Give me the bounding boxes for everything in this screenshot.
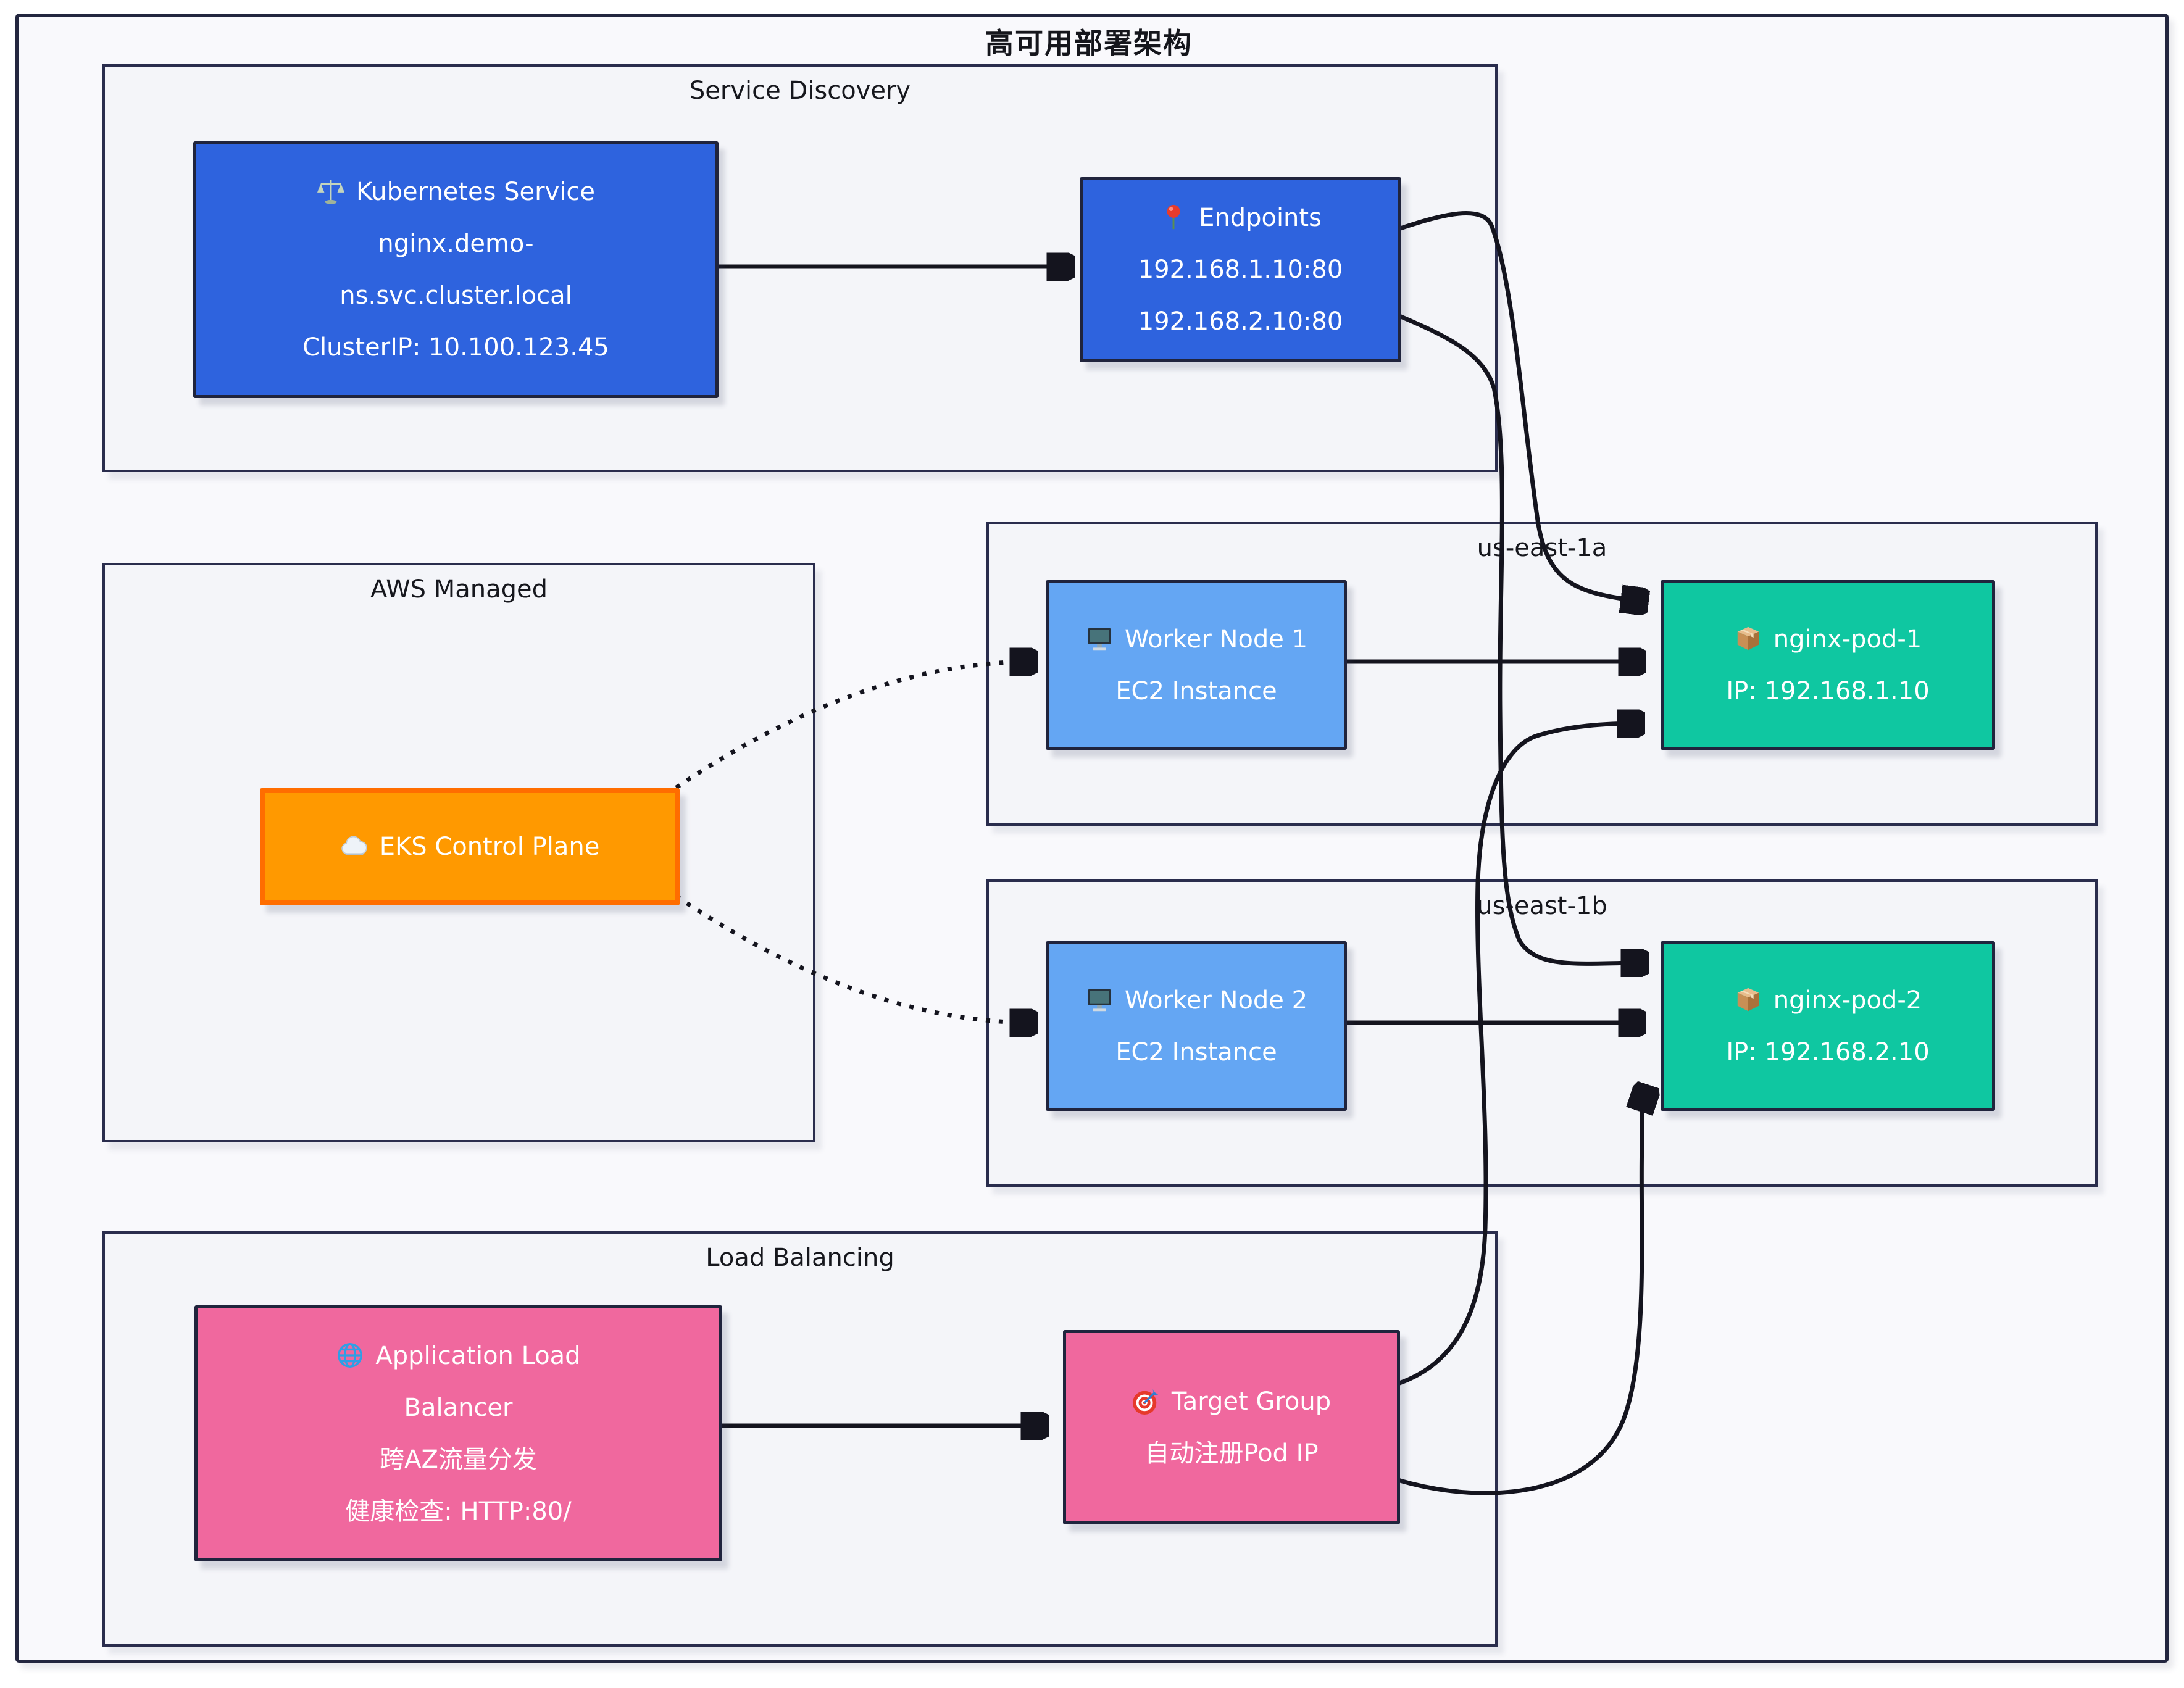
edge-endpoints-pod1 [1394, 210, 1644, 602]
node-title: nginx-pod-2 [1773, 986, 1922, 1015]
edge-eks-node2 [664, 887, 1033, 1023]
node-title: Endpoints [1199, 204, 1322, 232]
node-eks-control-plane: EKS Control Plane [260, 788, 680, 905]
node-line: ClusterIP: 10.100.123.45 [302, 333, 609, 362]
edge-targetgroup-pod2 [1393, 1089, 1647, 1495]
globe-icon [336, 1341, 364, 1370]
node-line: nginx.demo- [378, 230, 534, 258]
node-title: EKS Control Plane [379, 833, 600, 861]
node-title: Target Group [1171, 1387, 1332, 1416]
node-kubernetes-service: Kubernetes Service nginx.demo- ns.svc.cl… [193, 141, 719, 398]
node-nginx-pod-2: nginx-pod-2 IP: 192.168.2.10 [1661, 941, 1995, 1111]
node-line: EC2 Instance [1115, 1037, 1277, 1066]
group-label: us-east-1b [1477, 892, 1607, 920]
node-line: 自动注册Pod IP [1144, 1439, 1319, 1468]
node-line: ns.svc.cluster.local [340, 281, 572, 310]
monitor-icon [1085, 625, 1114, 653]
group-label: Service Discovery [689, 77, 911, 105]
node-nginx-pod-1: nginx-pod-1 IP: 192.168.1.10 [1661, 580, 1995, 750]
node-target-group: Target Group 自动注册Pod IP [1063, 1330, 1400, 1524]
node-line: 192.168.1.10:80 [1138, 256, 1343, 284]
edge-targetgroup-pod1 [1393, 723, 1641, 1387]
node-line: 跨AZ流量分发 [380, 1445, 537, 1474]
node-title: nginx-pod-1 [1773, 625, 1922, 654]
scales-icon [317, 177, 345, 206]
node-line: IP: 192.168.2.10 [1726, 1037, 1930, 1066]
diagram-title: 高可用部署架构 [985, 27, 1193, 60]
package-icon [1734, 986, 1762, 1014]
node-line: 健康检查: HTTP:80/ [345, 1497, 572, 1526]
edge-eks-node1 [664, 662, 1033, 797]
group-label: AWS Managed [370, 575, 548, 604]
monitor-icon [1085, 986, 1114, 1014]
node-title: Worker Node 1 [1124, 625, 1308, 654]
node-worker-node-1: Worker Node 1 EC2 Instance [1046, 580, 1347, 750]
node-endpoints: Endpoints 192.168.1.10:80 192.168.2.10:8… [1080, 177, 1401, 362]
node-line: 192.168.2.10:80 [1138, 307, 1343, 336]
target-icon [1132, 1387, 1161, 1415]
node-title: Worker Node 2 [1124, 986, 1308, 1015]
package-icon [1734, 625, 1762, 653]
edge-endpoints-pod2 [1394, 312, 1644, 963]
node-title: Application Load [375, 1341, 581, 1370]
cloud-icon [340, 832, 369, 860]
node-application-load-balancer: Application Load Balancer 跨AZ流量分发 健康检查: … [194, 1305, 722, 1561]
node-line: EC2 Instance [1115, 676, 1277, 705]
node-worker-node-2: Worker Node 2 EC2 Instance [1046, 941, 1347, 1111]
node-line: Balancer [404, 1393, 513, 1422]
group-label: Load Balancing [706, 1244, 894, 1272]
pin-icon [1159, 203, 1188, 231]
node-title: Kubernetes Service [356, 178, 595, 206]
node-line: IP: 192.168.1.10 [1726, 676, 1930, 705]
